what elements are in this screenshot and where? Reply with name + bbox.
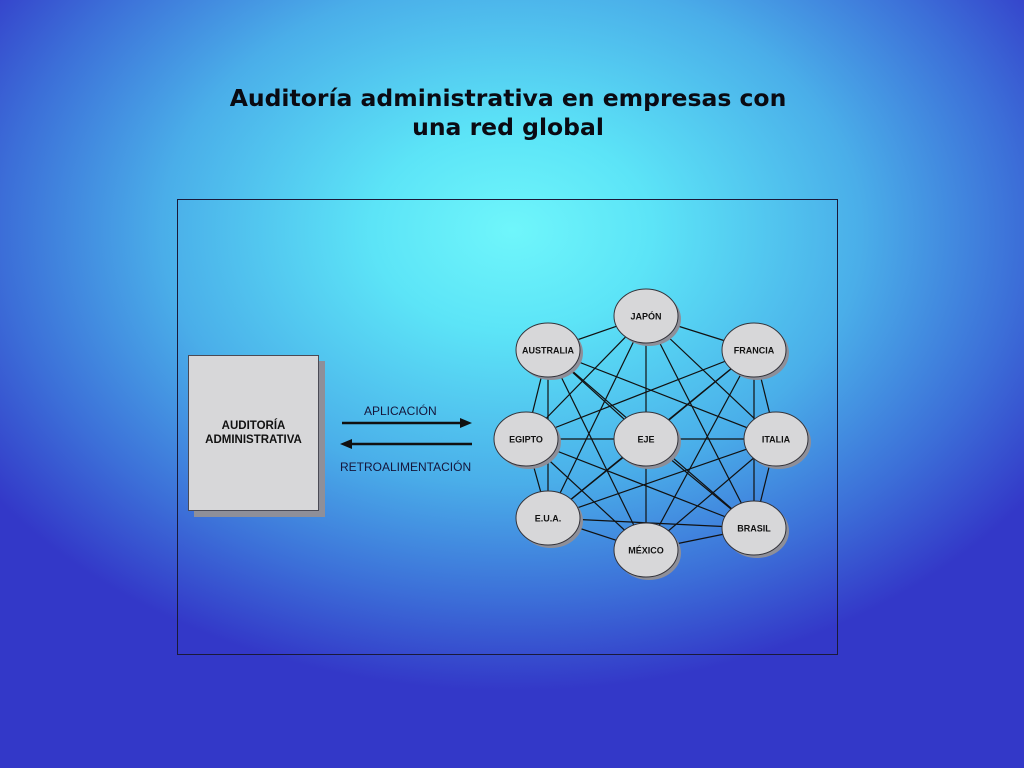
node-circle: [743, 411, 809, 467]
diagram-frame: [177, 199, 838, 655]
node-label: JAPÓN: [630, 311, 661, 322]
node-circle: [515, 490, 581, 546]
node-label: MÉXICO: [628, 546, 664, 556]
node-label: E.U.A.: [535, 514, 562, 524]
edge-australia-italia: [547, 349, 777, 440]
slide-title-line2: una red global: [412, 113, 604, 141]
edge-italia-eua: [547, 438, 777, 519]
node-circle: [613, 522, 679, 578]
node-italia: ITALIA: [743, 411, 811, 469]
node-circle: [721, 322, 787, 378]
node-circle: [613, 288, 679, 344]
node-label: ITALIA: [762, 435, 791, 445]
node-brasil: BRASIL: [721, 500, 789, 558]
node-label: BRASIL: [737, 524, 771, 534]
slide-title: Auditoría administrativa en empresas con…: [150, 84, 866, 142]
edge-australia-mexico: [547, 349, 647, 551]
node-circle: [515, 322, 581, 378]
node-label: FRANCIA: [734, 346, 775, 356]
audit-box-line1: AUDITORÍA: [221, 420, 286, 432]
node-eje: EJE: [613, 411, 681, 469]
retroalimentacion-label: RETROALIMENTACIÓN: [340, 460, 472, 474]
edge-francia-egipto: [525, 349, 755, 440]
audit-box-line2: ADMINISTRATIVA: [205, 434, 302, 446]
aplicacion-label: APLICACIÓN: [364, 404, 437, 418]
node-egipto: EGIPTO: [493, 411, 561, 469]
audit-box: AUDITORÍA ADMINISTRATIVA: [188, 355, 319, 511]
node-label: EGIPTO: [509, 435, 543, 445]
edge-egipto-brasil: [525, 438, 755, 529]
node-circle: [493, 411, 559, 467]
edge-japon-eua: [547, 315, 647, 519]
node-australia: AUSTRALIA: [515, 322, 583, 380]
slide-title-line1: Auditoría administrativa en empresas con: [229, 84, 787, 112]
edge-japon-brasil: [645, 315, 755, 529]
node-label: AUSTRALIA: [522, 346, 574, 356]
aplicacion-arrow: [342, 418, 472, 428]
node-japon: JAPÓN: [613, 288, 681, 346]
node-eua: E.U.A.: [515, 490, 583, 548]
node-label: EJE: [637, 435, 654, 445]
retroalimentacion-arrow: [340, 439, 472, 449]
network-nodes: JAPÓN AUSTRALIA FRANCIA EGIPTO EJE ITALIA E.U.…: [493, 288, 811, 580]
node-circle: [721, 500, 787, 556]
node-mexico: MÉXICO: [613, 522, 681, 580]
edge-francia-mexico: [645, 349, 755, 551]
node-circle: [613, 411, 679, 467]
node-francia: FRANCIA: [721, 322, 789, 380]
